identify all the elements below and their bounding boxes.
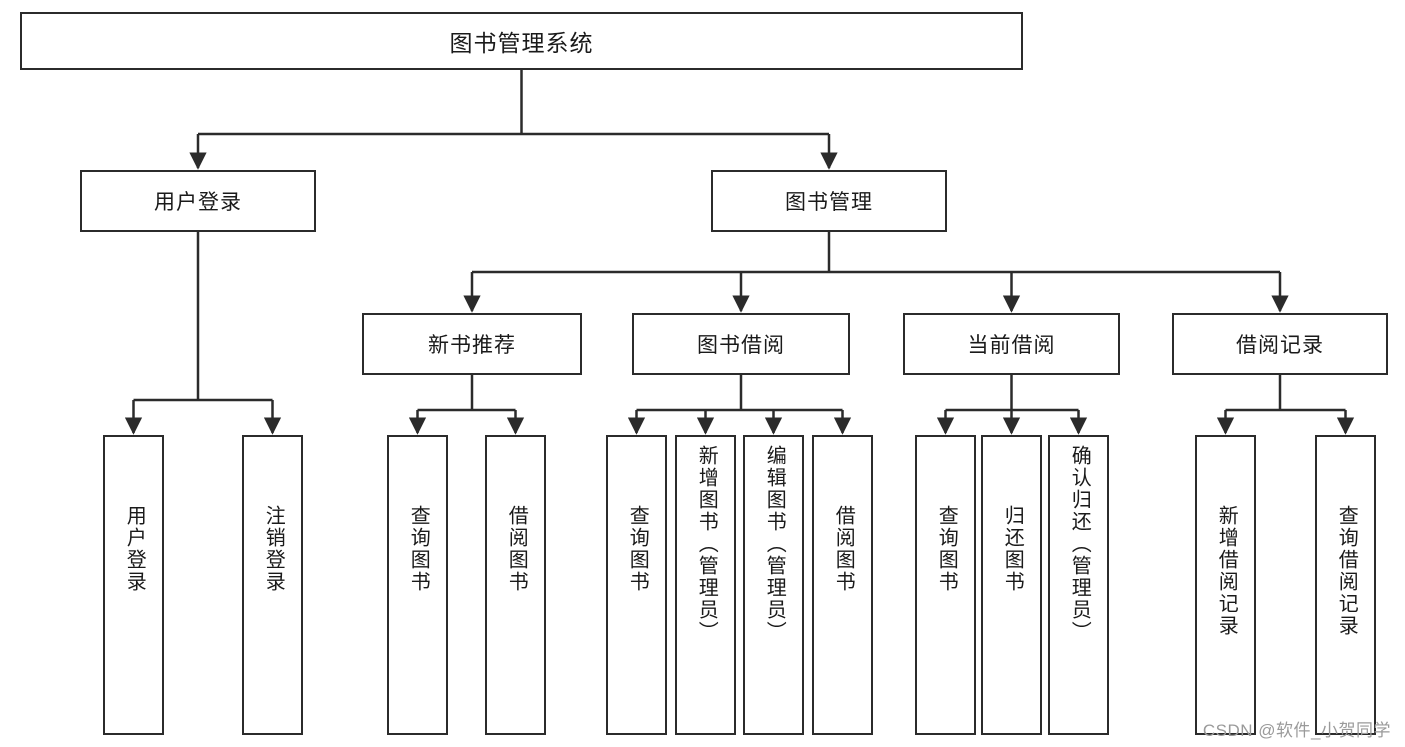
node-leaf-11-label: 新增借阅记录 [1215,505,1238,637]
node-leaf-12-label: 查询借阅记录 [1335,505,1358,637]
node-leaf-1[interactable]: 注销登录 [242,435,303,735]
node-level3-2-label: 当前借阅 [967,334,1056,357]
node-level3-1-label: 图书借阅 [697,334,785,357]
node-leaf-7[interactable]: 借阅图书 [812,435,873,735]
node-leaf-9[interactable]: 归还图书 [981,435,1042,735]
node-level2-1-label: 图书管理 [785,191,873,214]
node-leaf-5[interactable]: 新增图书（管理员） [675,435,736,735]
node-level3-3-label: 借阅记录 [1236,334,1324,357]
node-leaf-1-label: 注销登录 [262,505,285,593]
watermark: CSDN @软件_小贺同学 [1202,721,1391,740]
node-leaf-5-label: 新增图书（管理员） [695,445,718,643]
node-leaf-8[interactable]: 查询图书 [915,435,976,735]
node-leaf-6[interactable]: 编辑图书（管理员） [743,435,804,735]
node-leaf-0-label: 用户登录 [123,505,146,593]
node-leaf-4-label: 查询图书 [626,505,649,593]
node-level3-3[interactable]: 借阅记录 [1172,313,1388,375]
node-level2-1[interactable]: 图书管理 [711,170,947,232]
node-leaf-4[interactable]: 查询图书 [606,435,667,735]
node-leaf-10-label: 确认归还（管理员） [1068,445,1091,643]
node-leaf-2-label: 查询图书 [407,505,430,593]
node-level3-0[interactable]: 新书推荐 [362,313,582,375]
node-leaf-2[interactable]: 查询图书 [387,435,448,735]
node-leaf-12[interactable]: 查询借阅记录 [1315,435,1376,735]
node-leaf-10[interactable]: 确认归还（管理员） [1048,435,1109,735]
node-leaf-0[interactable]: 用户登录 [103,435,164,735]
node-leaf-6-label: 编辑图书（管理员） [763,445,786,643]
node-leaf-7-label: 借阅图书 [832,505,855,593]
node-level2-0-label: 用户登录 [154,191,242,214]
node-level3-2[interactable]: 当前借阅 [903,313,1120,375]
node-level3-1[interactable]: 图书借阅 [632,313,850,375]
node-root[interactable]: 图书管理系统 [20,12,1023,70]
node-leaf-11[interactable]: 新增借阅记录 [1195,435,1256,735]
node-leaf-3-label: 借阅图书 [505,505,528,593]
node-leaf-9-label: 归还图书 [1001,505,1024,593]
node-level2-0[interactable]: 用户登录 [80,170,316,232]
node-root-label: 图书管理系统 [449,30,594,56]
node-leaf-3[interactable]: 借阅图书 [485,435,546,735]
node-level3-0-label: 新书推荐 [428,334,516,357]
node-leaf-8-label: 查询图书 [935,505,958,593]
